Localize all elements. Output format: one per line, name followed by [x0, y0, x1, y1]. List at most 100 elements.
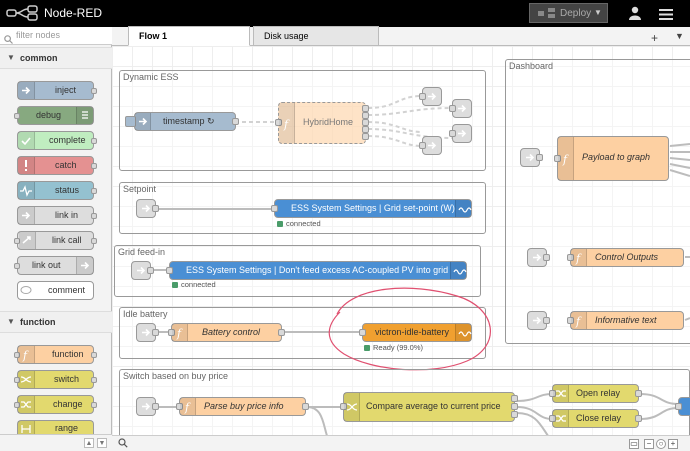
- tab-flow-1[interactable]: Flow 1: [128, 26, 250, 46]
- node-link-out[interactable]: [419, 136, 442, 155]
- node-compare-average[interactable]: Compare average to current price: [340, 392, 518, 422]
- palette-node-status[interactable]: status: [17, 181, 97, 200]
- palette-node-complete[interactable]: complete: [17, 131, 97, 150]
- expand-all-icon[interactable]: ▼: [97, 438, 107, 448]
- input-port[interactable]: [419, 142, 426, 149]
- output-port[interactable]: [543, 317, 550, 324]
- input-port[interactable]: [419, 93, 426, 100]
- input-port[interactable]: [14, 113, 20, 119]
- input-port[interactable]: [567, 317, 574, 324]
- output-port[interactable]: [91, 188, 97, 194]
- output-port[interactable]: [91, 238, 97, 244]
- output-port[interactable]: [543, 254, 550, 261]
- output-port[interactable]: [511, 395, 518, 402]
- palette-node-comment[interactable]: comment: [17, 281, 94, 300]
- output-port[interactable]: [635, 415, 642, 422]
- output-port[interactable]: [302, 403, 309, 410]
- tab-disk-usage[interactable]: Disk usage: [253, 26, 379, 46]
- input-port[interactable]: [14, 402, 20, 408]
- node-link-in[interactable]: [136, 397, 159, 416]
- node-battery-control[interactable]: f Battery control: [168, 323, 285, 342]
- zoom-out-icon[interactable]: −: [644, 439, 654, 449]
- node-control-outputs[interactable]: f Control Outputs: [567, 248, 684, 267]
- output-port[interactable]: [278, 329, 285, 336]
- output-port[interactable]: [511, 411, 518, 418]
- output-port[interactable]: [152, 329, 159, 336]
- palette-node-link-in[interactable]: link in: [17, 206, 97, 225]
- output-port[interactable]: [91, 377, 97, 383]
- input-port[interactable]: [168, 329, 175, 336]
- output-port[interactable]: [536, 154, 543, 161]
- node-close-relay[interactable]: Close relay: [549, 409, 642, 428]
- input-port[interactable]: [449, 130, 456, 137]
- zoom-reset-icon[interactable]: ○: [656, 439, 666, 449]
- output-port[interactable]: [635, 390, 642, 397]
- deploy-button[interactable]: Deploy ▼: [529, 3, 608, 23]
- node-link-in[interactable]: [136, 323, 159, 342]
- palette-node-link-out[interactable]: link out: [14, 256, 94, 275]
- input-port[interactable]: [275, 119, 282, 126]
- output-port[interactable]: [91, 213, 97, 219]
- output-port[interactable]: [362, 133, 369, 140]
- input-port[interactable]: [271, 205, 278, 212]
- output-port[interactable]: [362, 126, 369, 133]
- output-port[interactable]: [152, 403, 159, 410]
- node-link-in[interactable]: [527, 248, 550, 267]
- map-icon[interactable]: ▭: [629, 439, 639, 449]
- hamburger-menu-icon[interactable]: [659, 7, 673, 25]
- node-link-in[interactable]: [136, 199, 159, 218]
- input-port[interactable]: [549, 415, 556, 422]
- input-port[interactable]: [14, 238, 20, 244]
- output-port[interactable]: [152, 205, 159, 212]
- zoom-in-icon[interactable]: +: [668, 439, 678, 449]
- node-timestamp[interactable]: timestamp ↻: [125, 112, 239, 131]
- user-icon[interactable]: [629, 6, 641, 25]
- node-hybridhome[interactable]: f HybridHome: [275, 102, 369, 144]
- palette-node-range[interactable]: range: [17, 420, 94, 434]
- node-feed-excess[interactable]: ESS System Settings | Don't feed excess …: [166, 261, 467, 280]
- input-port[interactable]: [675, 403, 682, 410]
- collapse-all-icon[interactable]: ▲: [84, 438, 94, 448]
- output-port[interactable]: [91, 352, 97, 358]
- node-link-out[interactable]: [449, 99, 472, 118]
- search-icon[interactable]: [118, 438, 128, 451]
- output-port[interactable]: [362, 119, 369, 126]
- input-port[interactable]: [14, 377, 20, 383]
- input-port[interactable]: [14, 263, 20, 269]
- input-port[interactable]: [549, 390, 556, 397]
- input-port[interactable]: [166, 267, 173, 274]
- input-port[interactable]: [14, 352, 20, 358]
- palette-node-change[interactable]: change: [14, 395, 97, 414]
- palette-node-catch[interactable]: catch: [17, 156, 97, 175]
- output-port[interactable]: [362, 105, 369, 112]
- flow-canvas[interactable]: Dynamic ESS timestamp ↻ f HybridHome Set…: [112, 46, 690, 435]
- node-parse-buy-price[interactable]: f Parse buy price info: [176, 397, 309, 416]
- add-flow-icon[interactable]: +: [651, 31, 659, 45]
- category-common[interactable]: ▼ common: [0, 47, 112, 69]
- palette-node-inject[interactable]: inject: [17, 81, 97, 100]
- node-link-in[interactable]: [520, 148, 543, 167]
- flow-list-icon[interactable]: ▼: [675, 31, 684, 41]
- input-port[interactable]: [176, 403, 183, 410]
- input-port[interactable]: [449, 105, 456, 112]
- palette-node-function[interactable]: f function: [14, 345, 97, 364]
- input-port[interactable]: [359, 329, 366, 336]
- output-port[interactable]: [91, 88, 97, 94]
- palette-node-link-call[interactable]: link call: [14, 231, 97, 250]
- node-victron-idle-battery[interactable]: victron-idle-battery: [359, 323, 472, 342]
- output-port[interactable]: [511, 403, 518, 410]
- node-open-relay[interactable]: Open relay: [549, 384, 642, 403]
- category-function[interactable]: ▼ function: [0, 311, 112, 333]
- output-port[interactable]: [91, 138, 97, 144]
- node-victron-relay[interactable]: [675, 397, 690, 416]
- input-port[interactable]: [567, 254, 574, 261]
- input-port[interactable]: [340, 403, 347, 410]
- output-port[interactable]: [232, 118, 239, 125]
- node-link-out[interactable]: [449, 124, 472, 143]
- output-port[interactable]: [91, 402, 97, 408]
- node-link-in[interactable]: [527, 311, 550, 330]
- node-link-out[interactable]: [419, 87, 442, 106]
- output-port[interactable]: [91, 163, 97, 169]
- palette-node-debug[interactable]: debug: [14, 106, 94, 125]
- inject-button[interactable]: [125, 116, 136, 127]
